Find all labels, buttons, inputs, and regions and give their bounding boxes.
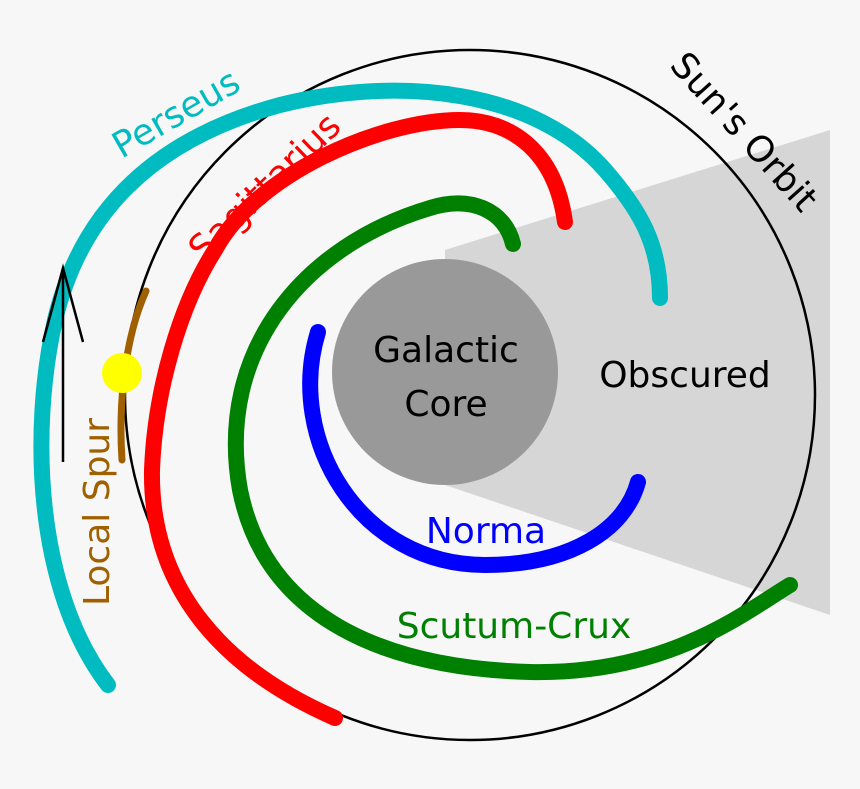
local-spur-label: Local Spur [77,418,118,606]
galactic-core [332,259,558,485]
obscured-label: Obscured [599,355,771,396]
sagittarius-arm [143,111,573,726]
perseus-arm [33,82,668,693]
norma-label: Norma [426,511,546,552]
up-arrow-icon [41,263,85,462]
scutum-crux-label: Scutum-Crux [397,606,632,647]
sun-marker-icon [102,353,142,393]
obscured-region [445,130,830,615]
norma-arm [302,324,646,574]
galactic-core-label-line1: Galactic [373,330,519,371]
scutum-crux-arm [227,195,798,681]
galactic-core-label-line2: Core [404,384,487,425]
